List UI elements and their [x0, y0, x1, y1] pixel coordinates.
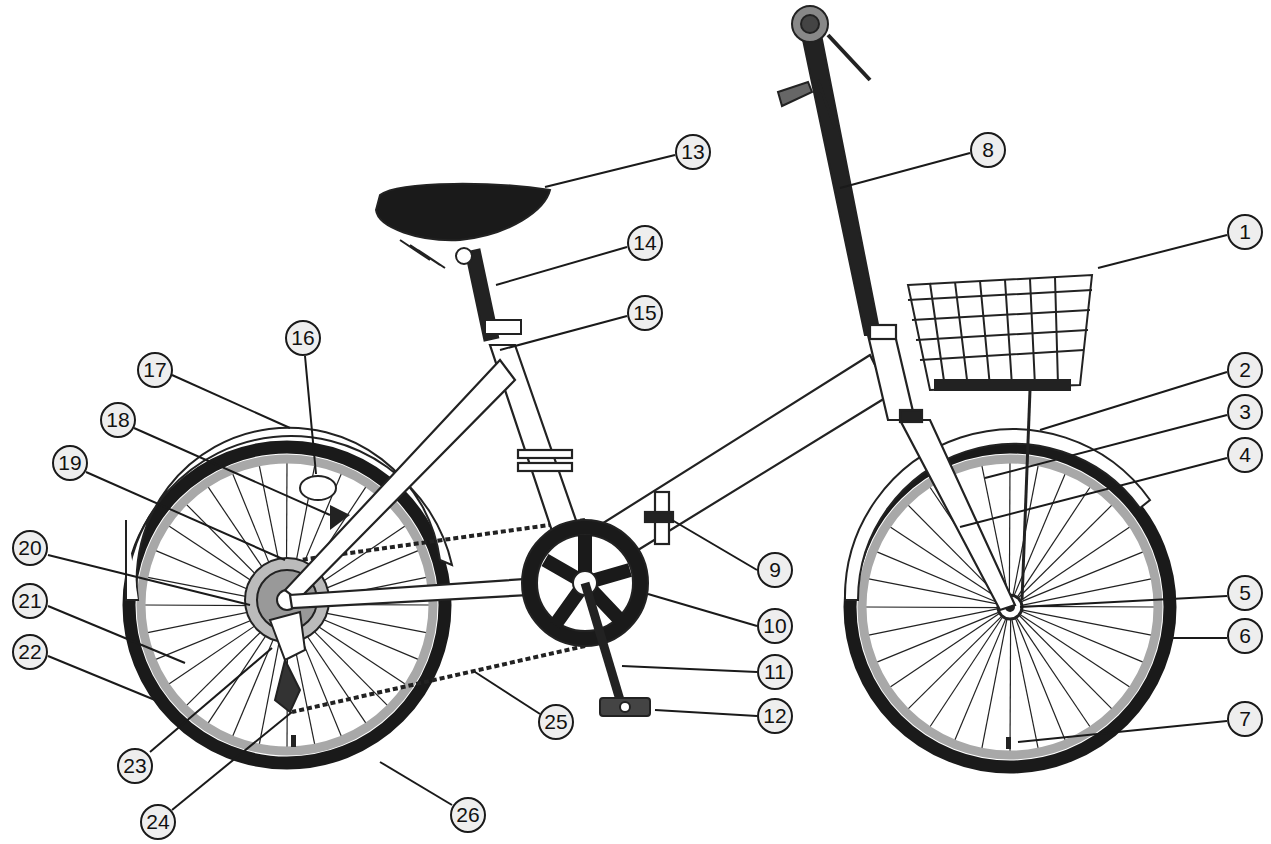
callout-number: 21	[12, 583, 48, 619]
spoke	[1014, 614, 1090, 727]
spoke	[908, 613, 1005, 709]
spoke	[1009, 615, 1011, 751]
spoke	[1009, 463, 1011, 599]
callout-number: 10	[757, 608, 793, 644]
spoke	[1011, 615, 1038, 748]
crankset	[522, 520, 650, 716]
callout-number: 22	[12, 634, 48, 670]
callout-number: 25	[538, 704, 574, 740]
handlebar	[778, 6, 870, 128]
callout-number: 24	[140, 804, 176, 840]
leader-lines	[48, 153, 1227, 810]
spoke	[1018, 609, 1152, 635]
basket	[908, 275, 1092, 600]
callout-number: 6	[1227, 618, 1263, 654]
spoke	[982, 615, 1008, 749]
callout-number: 18	[100, 402, 136, 438]
callout-number: 13	[675, 134, 711, 170]
callout-number: 7	[1227, 701, 1263, 737]
callout-number: 8	[970, 132, 1006, 168]
spoke	[869, 608, 1002, 635]
frame	[285, 25, 1015, 610]
callout-number: 11	[757, 654, 793, 690]
spoke	[1016, 612, 1112, 709]
callout-number: 2	[1227, 352, 1263, 388]
callout-number: 19	[52, 445, 88, 481]
spoke	[1017, 552, 1143, 603]
reflector	[300, 476, 350, 530]
spoke	[1015, 505, 1112, 601]
callout-number: 23	[117, 748, 153, 784]
callout-number: 4	[1227, 437, 1263, 473]
spoke	[1017, 527, 1130, 603]
spoke	[877, 611, 1003, 662]
callout-number: 12	[757, 698, 793, 734]
callout-number: 26	[450, 797, 486, 833]
spoke	[890, 611, 1003, 687]
saddle	[376, 184, 550, 341]
spoke	[1014, 614, 1065, 740]
spoke	[869, 579, 1003, 605]
callout-number: 16	[285, 320, 321, 356]
spoke	[1016, 612, 1129, 687]
callout-number: 17	[137, 352, 173, 388]
callout-number: 20	[12, 530, 48, 566]
callout-number: 3	[1227, 394, 1263, 430]
callout-number: 14	[627, 225, 663, 261]
spoke	[866, 606, 1002, 608]
callout-number: 15	[627, 295, 663, 331]
callout-number: 9	[757, 552, 793, 588]
spoke	[930, 613, 1005, 726]
callout-number: 5	[1227, 575, 1263, 611]
callout-number: 1	[1227, 214, 1263, 250]
